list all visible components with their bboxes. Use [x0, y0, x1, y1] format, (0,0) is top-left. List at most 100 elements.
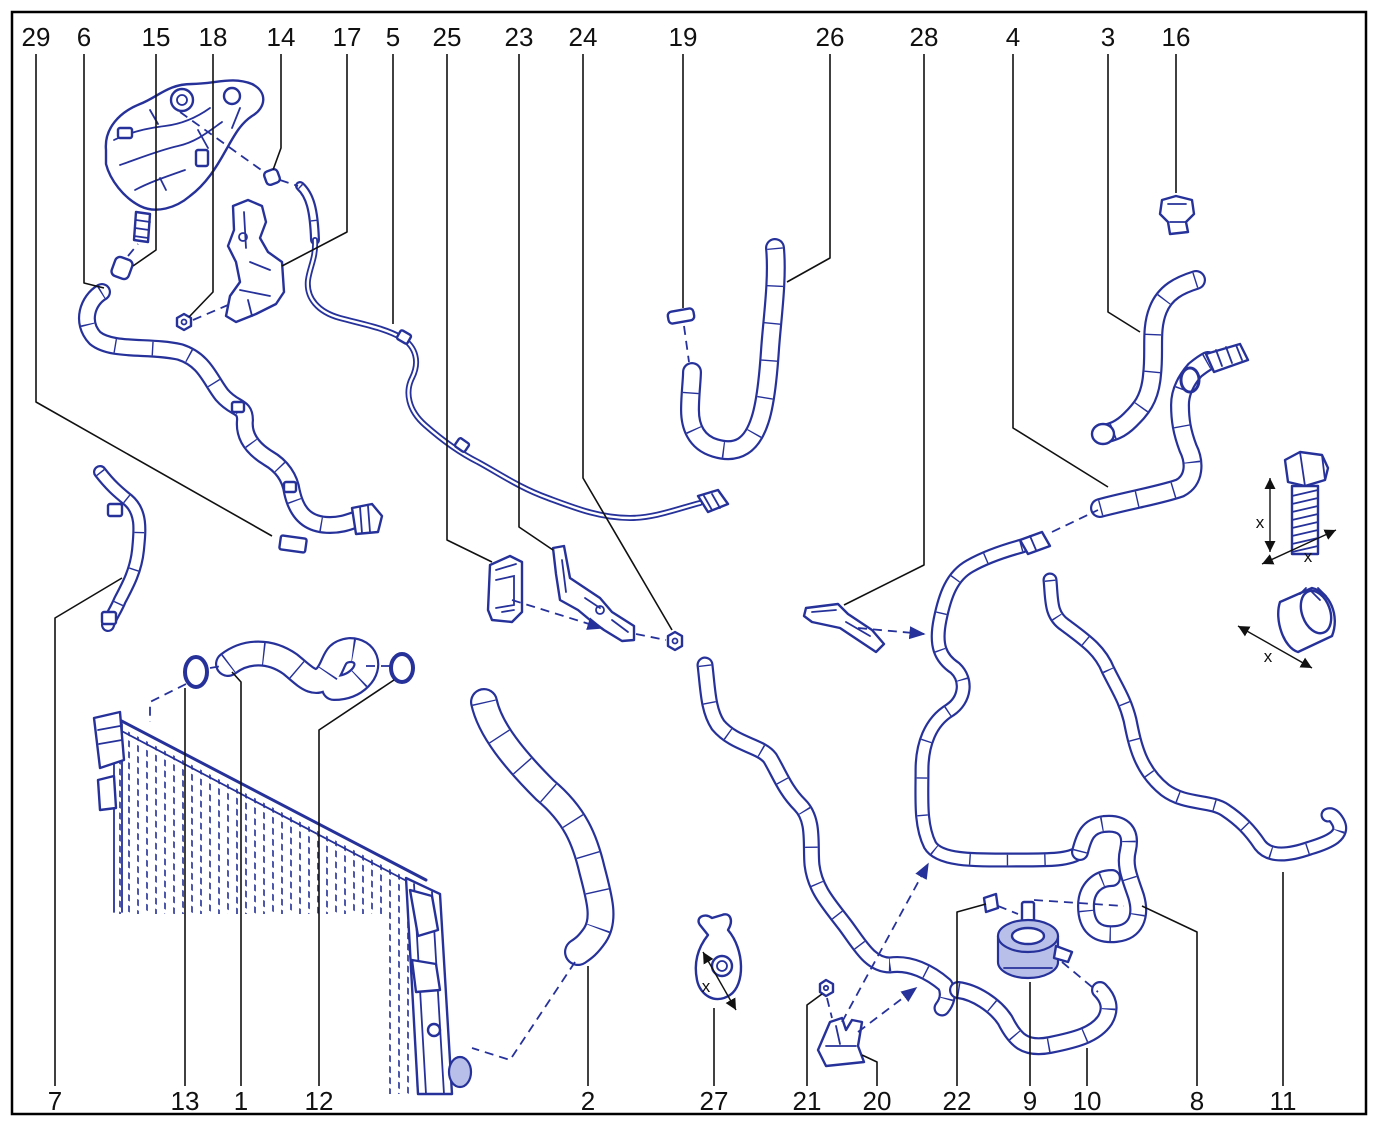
- hose-28-connector: [1018, 530, 1052, 556]
- leader-14: [272, 54, 282, 171]
- part-28-clip: [802, 602, 886, 654]
- part-25-clip: [486, 554, 524, 624]
- callout-27: 27: [700, 1086, 729, 1116]
- callout-21: 21: [793, 1086, 822, 1116]
- callout-16: 16: [1162, 22, 1191, 52]
- leader-25: [446, 54, 493, 563]
- callout-25: 25: [433, 22, 462, 52]
- leader-7: [54, 577, 123, 1086]
- leader-lines: [35, 54, 1284, 1086]
- part-17-bracket: [224, 198, 286, 324]
- callout-13: 13: [171, 1086, 200, 1116]
- part-20-bracket: [816, 1016, 866, 1068]
- hose-7-clip-lower: [100, 610, 118, 626]
- hose-center-body: [698, 658, 954, 1015]
- hose-2-body: [472, 690, 613, 964]
- clamp-dimension-detail: x: [1237, 586, 1336, 669]
- engine-block: [104, 79, 265, 211]
- part-21-bolt: [818, 978, 835, 998]
- callout-5: 5: [386, 22, 400, 52]
- leader-8: [1141, 905, 1198, 1086]
- callout-11: 11: [1270, 1086, 1297, 1116]
- leader-17: [281, 54, 348, 267]
- part-22-clip: [982, 892, 1000, 914]
- pipe-5: [304, 237, 730, 521]
- leader-29: [35, 54, 273, 537]
- callout-8: 8: [1190, 1086, 1204, 1116]
- callout-29: 29: [22, 22, 51, 52]
- leader-21: [806, 993, 823, 1086]
- hose-26-body: [682, 240, 784, 458]
- callout-3: 3: [1101, 22, 1115, 52]
- part-15-cap: [110, 255, 134, 281]
- callout-10: 10: [1073, 1086, 1102, 1116]
- hose-7-body: [95, 467, 145, 630]
- callout-1: 1: [234, 1086, 248, 1116]
- dimension-mark-bolt-diameter: x: [1304, 547, 1313, 566]
- callout-20: 20: [863, 1086, 892, 1116]
- callout-28: 28: [910, 22, 939, 52]
- dimension-mark-bolt-length: x: [1256, 513, 1265, 532]
- hose-4-connector: [1179, 342, 1250, 394]
- engine-outlet-connector: [132, 210, 152, 244]
- leader-6: [83, 54, 105, 289]
- hose-3-end-cuff: [1090, 422, 1116, 446]
- hose-6-clip-upper: [230, 400, 246, 414]
- hose-8-body: [1073, 817, 1145, 941]
- leader-18: [188, 54, 214, 318]
- radiator-tank-bolt: [426, 1022, 442, 1038]
- radiator: [92, 710, 473, 1096]
- callout-7: 7: [48, 1086, 62, 1116]
- leader-28: [843, 54, 925, 606]
- hose-5-inlet-body: [297, 183, 318, 243]
- part-9-water-pump: [996, 900, 1074, 980]
- radiator-tank-bracket: [410, 958, 442, 994]
- callout-19: 19: [669, 22, 698, 52]
- part-23-bracket: [551, 544, 636, 643]
- leader-4: [1012, 54, 1109, 488]
- callout-26: 26: [816, 22, 845, 52]
- radiator-core: [114, 724, 418, 1094]
- callout-24: 24: [569, 22, 598, 52]
- hose-center: [696, 656, 956, 1017]
- part-12-clamp: [389, 652, 415, 684]
- hose-6: [77, 283, 371, 534]
- leader-20: [861, 1054, 878, 1086]
- hose-11-body: [1044, 574, 1345, 860]
- callout-22: 22: [943, 1086, 972, 1116]
- hose-3-body: [1096, 272, 1204, 442]
- callout-9: 9: [1023, 1086, 1037, 1116]
- hose-10-body: [951, 983, 1116, 1053]
- part-29-pad: [278, 534, 308, 554]
- leader-12: [318, 679, 395, 1086]
- radiator-left-fitting-ribs: [97, 725, 123, 745]
- diagram-frame: [10, 10, 1368, 1116]
- radiator-top-rail-inner: [111, 725, 421, 889]
- part-13-clamp: [183, 655, 209, 689]
- radiator-tank-fitting: [408, 888, 440, 938]
- hose-center-bands: [698, 664, 954, 1012]
- assembly-lines: [127, 111, 1125, 1062]
- leader-26: [786, 54, 831, 283]
- callout-15: 15: [142, 22, 171, 52]
- bolt-dimension-detail: x x: [1256, 450, 1337, 566]
- callouts-top: 29 6 15 18 14 17 5 25 23 24 19 26 28 4 3…: [22, 22, 1191, 52]
- hose-7-clip-upper: [106, 502, 124, 518]
- callout-17: 17: [333, 22, 362, 52]
- radiator-outlet-connector: [447, 1055, 473, 1089]
- leader-3: [1107, 54, 1141, 333]
- callouts-bottom: 7 13 1 12 2 27 21 20 22 9 10 8 11: [48, 1086, 1297, 1116]
- callout-4: 4: [1006, 22, 1020, 52]
- part-19-connector: [666, 307, 696, 325]
- radiator-top-rail: [110, 714, 428, 882]
- callout-18: 18: [199, 22, 228, 52]
- hose-6-clip-lower: [282, 480, 298, 494]
- hose-6-body: [80, 285, 369, 532]
- part-24-bolt: [666, 630, 684, 652]
- callout-14: 14: [267, 22, 296, 52]
- hose-6-end-connector: [350, 502, 384, 536]
- leader-22: [956, 903, 987, 1086]
- callout-23: 23: [505, 22, 534, 52]
- dimension-mark-clip-27: x: [702, 977, 711, 996]
